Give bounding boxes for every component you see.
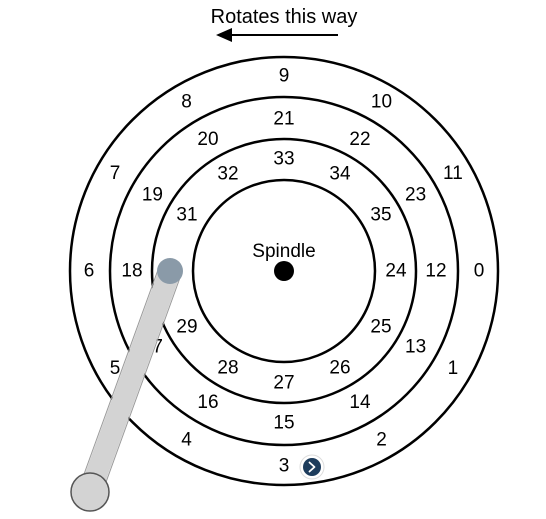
sector-label-18: 18 (121, 261, 142, 282)
sector-label-2: 2 (376, 429, 387, 450)
sector-label-3: 3 (279, 456, 290, 477)
sector-label-15: 15 (273, 413, 294, 434)
sector-label-34: 34 (329, 164, 351, 185)
sector-label-20: 20 (197, 129, 218, 150)
sector-label-11: 11 (443, 163, 463, 184)
sector-label-13: 13 (405, 337, 426, 358)
actuator-pivot[interactable] (70, 472, 110, 512)
sector-label-8: 8 (181, 92, 192, 113)
sector-label-24: 24 (385, 261, 407, 282)
sector-label-28: 28 (217, 358, 238, 379)
sector-label-5: 5 (110, 358, 121, 379)
sector-label-0: 0 (474, 261, 485, 282)
sector-label-7: 7 (110, 163, 121, 184)
chevron-right-icon[interactable] (299, 454, 325, 480)
sector-label-27: 27 (273, 373, 294, 394)
sector-label-33: 33 (273, 149, 294, 170)
sector-label-25: 25 (370, 317, 391, 338)
read-head (157, 258, 183, 284)
sector-label-19: 19 (142, 185, 163, 206)
rotation-caption: Rotates this way (211, 6, 358, 28)
spindle-label: Spindle (252, 241, 315, 262)
sector-label-35: 35 (370, 205, 391, 226)
sector-label-16: 16 (197, 392, 218, 413)
arrow-left-icon (216, 28, 338, 42)
sector-label-29: 29 (176, 317, 197, 338)
sector-labels: 0123456789101112131415161718192021222324… (84, 66, 485, 477)
middle-ring-inner (150, 137, 418, 405)
sector-label-14: 14 (349, 392, 371, 413)
sector-label-1: 1 (448, 358, 459, 379)
sector-label-6: 6 (84, 261, 95, 282)
sector-label-26: 26 (329, 358, 350, 379)
sector-label-4: 4 (181, 429, 192, 450)
sector-label-22: 22 (349, 129, 370, 150)
spindle-dot (274, 261, 294, 281)
sector-label-10: 10 (371, 92, 392, 113)
sector-label-12: 12 (425, 261, 446, 282)
sector-label-21: 21 (273, 109, 294, 130)
outer-ring (68, 55, 500, 487)
sector-label-32: 32 (217, 164, 238, 185)
middle-ring-outer (108, 95, 460, 447)
sector-label-23: 23 (405, 185, 426, 206)
actuator-arm[interactable] (78, 266, 182, 497)
sector-label-31: 31 (176, 205, 197, 226)
inner-ring (191, 178, 377, 364)
sector-label-9: 9 (279, 66, 290, 87)
